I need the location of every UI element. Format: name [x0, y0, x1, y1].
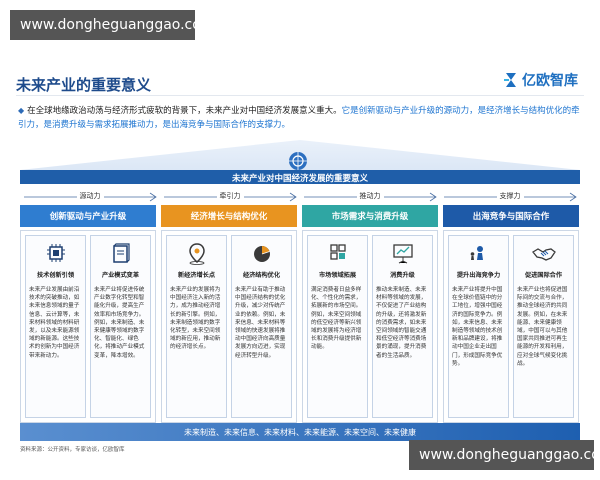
- card-title: 技术创新引领: [36, 272, 75, 279]
- watermark-banner-top: www.dongheguanggao.com: [10, 10, 214, 40]
- card-title: 消费升级: [390, 272, 415, 279]
- card-title: 提升出海竞争力: [456, 272, 501, 279]
- card-global-competitive: 提升出海竞争力 未来产业将提升中国在全球价值链中的分工地位，增强中国经济的国际竞…: [448, 235, 509, 418]
- arrow-tag-label: 牵引力: [216, 192, 244, 200]
- card-consumption-upgrade: 消费升级 推动未来制造、未来材料等领域的发展，不仅促进了产业结构的升级，还将激发…: [372, 235, 433, 418]
- column-body: 新经济增长点 未来产业的发展将为中国经济注入新的活力，成为推动经济增长的新引擎。…: [161, 230, 297, 423]
- title-divider: [16, 95, 584, 96]
- column-header: 经济增长与结构优化: [161, 205, 297, 227]
- column-body: 市场领域拓展 满足消费者日益多样化、个性化的需求，拓展新的市场空间。例如，未来空…: [302, 230, 438, 423]
- column-innovation: 创新驱动与产业升级 技术创新引领 未来产业发展由前沿技术的突破推动，如未来信息领…: [20, 205, 156, 423]
- card-title: 新经济增长点: [177, 272, 216, 279]
- card-title: 经济结构优化: [242, 272, 281, 279]
- card-industry-transform: 产业模式变革 未来产业将促进传统产业数字化转型和智能化升级，提高生产效率和市场竞…: [90, 235, 151, 418]
- watermark-banner-bottom: www.dongheguanggao.com: [409, 440, 600, 470]
- card-text: 推动未来制造、未来材料等领域的发展，不仅促进了产业结构的升级，还将激发新的消费需…: [376, 287, 427, 359]
- logo-text: 亿欧智库: [522, 73, 578, 89]
- column-body: 提升出海竞争力 未来产业将提升中国在全球价值链中的分工地位，增强中国经济的国际竞…: [443, 230, 579, 423]
- logo-mark-icon: [504, 73, 516, 87]
- arrow-tag-label: 源动力: [76, 192, 104, 200]
- column-header: 创新驱动与产业升级: [20, 205, 156, 227]
- column-growth: 经济增长与结构优化 新经济增长点 未来产业的发展将为中国经济注入新的活力，成为推…: [161, 205, 297, 423]
- column-global: 出海竞争与国际合作 提升出海竞争力 未来产业将提升中国在全球价值链中的分工地位，…: [443, 205, 579, 423]
- future-industries-bar: 未来制造、未来信息、未来材料、未来能源、未来空间、未来健康: [20, 423, 580, 441]
- card-text: 满足消费者日益多样化、个性化的需求，拓展新的市场空间。例如，未来空间领域的低空经…: [311, 287, 362, 351]
- diamond-bullet-icon: ◆: [18, 106, 25, 115]
- pie-chart-icon: [253, 246, 270, 262]
- arrow-tag-2: 牵引力: [160, 191, 300, 203]
- network-globe-icon: [289, 152, 307, 170]
- card-text: 未来产业也将促进国际间的交流与合作，推动全球经济的共同发展。例如，在未来能源、未…: [517, 287, 568, 367]
- column-body: 技术创新引领 未来产业发展由前沿技术的突破推动，如未来信息领域的量子信息、云计算…: [20, 230, 156, 423]
- arrow-tag-label: 推动力: [356, 192, 384, 200]
- logo: 亿欧智库: [503, 70, 578, 90]
- arrow-tag-label: 支撑力: [496, 192, 524, 200]
- arrow-tag-4: 支撑力: [440, 191, 580, 203]
- handshake-icon: [531, 248, 556, 261]
- card-tech-innovation: 技术创新引领 未来产业发展由前沿技术的突破推动，如未来信息领域的量子信息、云计算…: [25, 235, 86, 418]
- chip-icon: [46, 244, 65, 262]
- card-title: 产业模式变革: [101, 272, 140, 279]
- card-title: 促进国际合作: [524, 272, 563, 279]
- column-market: 市场需求与消费升级 市场领域拓展 满足消费者日益多样化、个性化的需求，拓展新的市…: [302, 205, 438, 423]
- slide-page: 未来产业的重要意义 亿欧智库 ◆在全球地缘政治动荡与经济形式疲软的背景下，未来产…: [8, 48, 592, 453]
- card-intl-cooperation: 促进国际合作 未来产业也将促进国际间的交流与合作，推动全球经济的共同发展。例如，…: [513, 235, 574, 418]
- intro-paragraph: ◆在全球地缘政治动荡与经济形式疲软的背景下，未来产业对中国经济发展意义重大。它是…: [18, 104, 584, 132]
- column-header: 市场需求与消费升级: [302, 205, 438, 227]
- card-new-growth: 新经济增长点 未来产业的发展将为中国经济注入新的活力，成为推动经济增长的新引擎。…: [166, 235, 227, 418]
- intro-text: 在全球地缘政治动荡与经济形式疲软的背景下，未来产业对中国经济发展意义重大。: [27, 106, 342, 116]
- chess-icon: [469, 246, 484, 262]
- intro-highlight-text: 它是创新驱动与产业升级的源动力，是经济增长与结构优化的牵引力，是消费升级与需求拓…: [18, 106, 580, 130]
- source-note: 资料来源：公开资料，专家访谈，亿欧智库: [20, 447, 125, 453]
- presentation-icon: [392, 244, 413, 264]
- grid-icon: [329, 244, 346, 260]
- column-header: 出海竞争与国际合作: [443, 205, 579, 227]
- card-text: 未来产业将提升中国在全球价值链中的分工地位，增强中国经济的国际竞争力。例如，未来…: [452, 287, 503, 367]
- book-icon: [112, 243, 130, 263]
- arrow-tag-1: 源动力: [20, 191, 160, 203]
- card-text: 未来产业有助于推动中国经济结构的优化升级，减少对传统产业的依赖。例如，未来信息、…: [235, 287, 286, 359]
- location-icon: [188, 243, 205, 265]
- arrow-tag-3: 推动力: [300, 191, 440, 203]
- card-market-expand: 市场领域拓展 满足消费者日益多样化、个性化的需求，拓展新的市场空间。例如，未来空…: [307, 235, 368, 418]
- page-title: 未来产业的重要意义: [16, 76, 152, 94]
- roof-title: 未来产业对中国经济发展的重要意义: [231, 174, 368, 184]
- card-title: 市场领域拓展: [318, 272, 357, 279]
- card-text: 未来产业发展由前沿技术的突破推动，如未来信息领域的量子信息、云计算等，未来材料领…: [29, 287, 80, 359]
- card-text: 未来产业的发展将为中国经济注入新的活力，成为推动经济增长的新引擎。例如，未来制造…: [170, 287, 221, 351]
- card-structure-optimize: 经济结构优化 未来产业有助于推动中国经济结构的优化升级，减少对传统产业的依赖。例…: [231, 235, 292, 418]
- card-text: 未来产业将促进传统产业数字化转型和智能化升级，提高生产效率和市场竞争力。例如，未…: [94, 287, 145, 359]
